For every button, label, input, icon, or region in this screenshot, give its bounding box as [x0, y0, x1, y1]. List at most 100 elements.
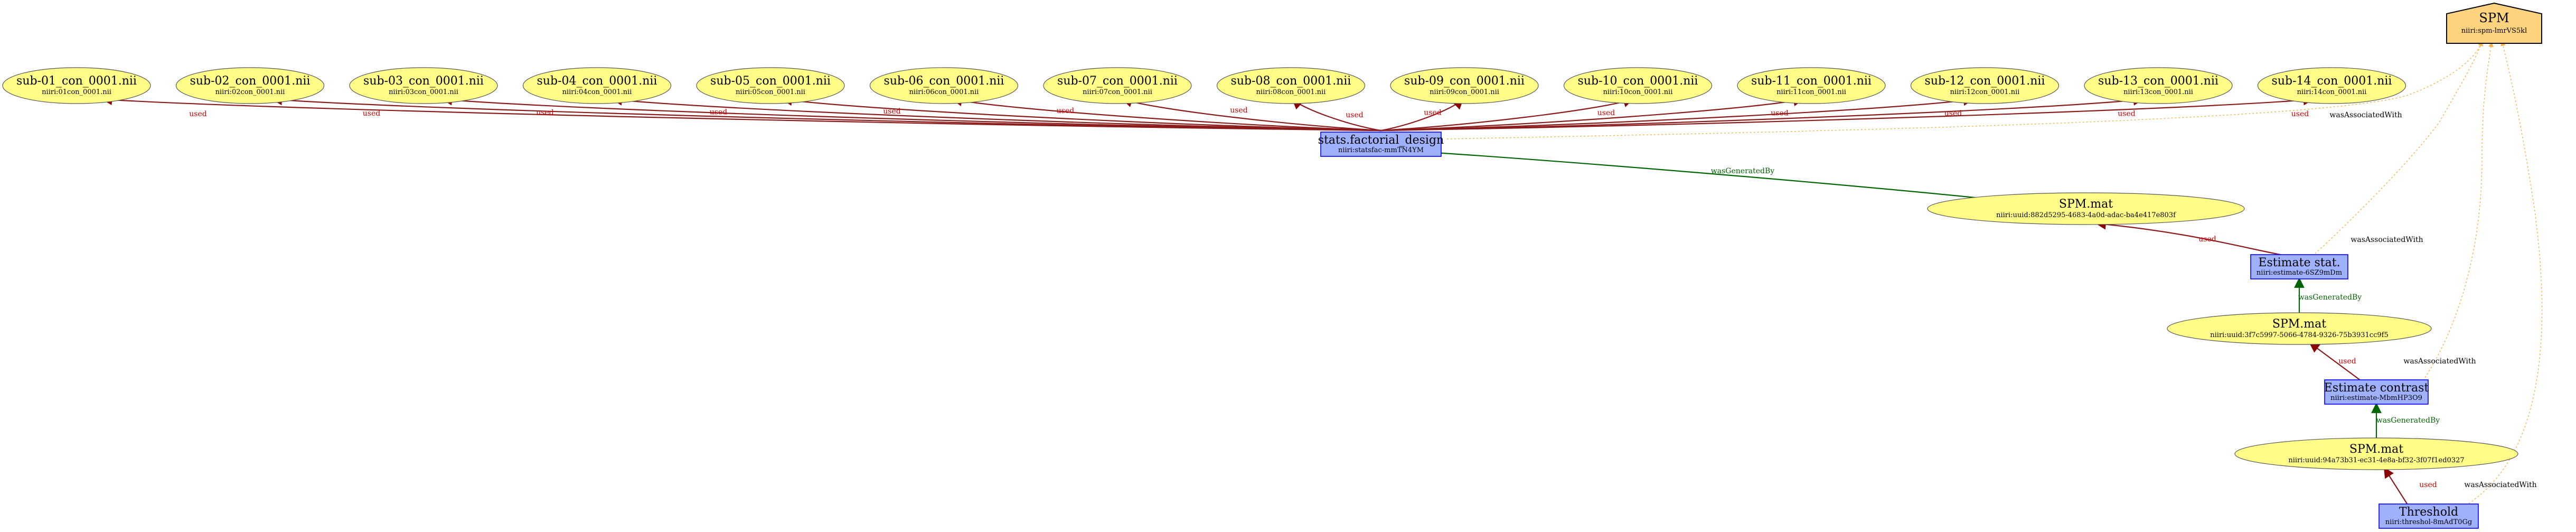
activity-factorial-design-id: niiri:statsfac-mmTN4YM: [1338, 146, 1424, 154]
activity-estimate-stat-id: niiri:estimate-6SZ9mDm: [2257, 269, 2342, 277]
assoc-label-design: wasAssociatedWith: [2329, 111, 2402, 119]
used-edge-2: [271, 95, 1381, 132]
input-file-4-title: sub-04_con_0001.nii: [537, 74, 657, 88]
assoc-edge-threshold: [2465, 41, 2543, 506]
input-file-5-id: niiri:05con_0001.nii: [736, 88, 805, 96]
used-edge-12: [1380, 95, 1974, 132]
input-file-9-id: niiri:09con_0001.nii: [1430, 88, 1499, 96]
input-file-5-title: sub-05_con_0001.nii: [710, 74, 831, 88]
used-label-1: used: [189, 110, 206, 118]
input-file-12-shape: [1910, 67, 2060, 104]
used-label-estimate: used: [2198, 235, 2216, 244]
activity-threshold-title: Threshold: [2399, 506, 2458, 519]
entity-spm-mat-1-shape: [1927, 192, 2245, 225]
input-file-8-id: niiri:08con_0001.nii: [1256, 88, 1326, 96]
input-file-10-title: sub-10_con_0001.nii: [1578, 74, 1698, 88]
input-file-9-shape: [1390, 67, 1539, 104]
activity-estimate-contrast-title: Estimate contrast: [2324, 381, 2429, 395]
input-file-11-shape: [1737, 67, 1886, 104]
agent-spm[interactable]: SPM niiri:spm-lmrVS5kl: [2446, 2, 2542, 44]
agent-spm-id: niiri:spm-lmrVS5kl: [2461, 27, 2527, 35]
used-label-5: used: [883, 107, 900, 116]
input-file-8-shape: [1216, 67, 1366, 104]
used-edge-7: [1122, 97, 1381, 132]
input-file-11-id: niiri:11con_0001.nii: [1776, 88, 1846, 96]
used-edge-10: [1380, 97, 1634, 132]
input-file-13-id: niiri:13con_0001.nii: [2123, 88, 2193, 96]
gen-label-spm1: wasGeneratedBy: [1711, 167, 1774, 175]
input-file-10-shape: [1563, 67, 1713, 104]
used-edge-contrast: [2309, 342, 2361, 381]
assoc-edge-design: [1446, 41, 2484, 139]
used-edge-13: [1380, 95, 2144, 132]
gen-label-spm2: wasGeneratedBy: [2298, 293, 2362, 302]
assoc-edge-estimate: [2315, 41, 2484, 254]
agent-spm-title: SPM: [2479, 11, 2509, 25]
used-label-6: used: [1057, 107, 1074, 115]
activity-estimate-contrast-shape: [2324, 379, 2429, 405]
input-file-1-shape: [2, 67, 151, 104]
agent-spm-shape: [2446, 2, 2542, 44]
used-label-10: used: [1597, 109, 1615, 117]
input-file-3-title: sub-03_con_0001.nii: [363, 74, 484, 88]
activity-estimate-contrast-id: niiri:estimate-MbmHP3O9: [2330, 394, 2422, 402]
used-edge-4: [612, 95, 1381, 132]
input-file-7-title: sub-07_con_0001.nii: [1057, 74, 1178, 88]
used-edge-6: [952, 96, 1381, 132]
input-file-12-id: niiri:12con_0001.nii: [1950, 88, 2020, 96]
used-edge-estimate: [2095, 219, 2289, 257]
input-file-13-title: sub-13_con_0001.nii: [2098, 74, 2218, 88]
used-label-2: used: [363, 109, 380, 118]
activity-threshold-id: niiri:threshol-8mAdT0Gg: [2385, 518, 2472, 526]
used-edge-threshold: [2383, 467, 2408, 505]
assoc-label-contrast: wasAssociatedWith: [2403, 357, 2476, 366]
assoc-label-threshold: wasAssociatedWith: [2464, 481, 2536, 489]
used-label-8: used: [1346, 111, 1363, 119]
input-file-11-title: sub-11_con_0001.nii: [1751, 74, 1872, 88]
used-label-13: used: [2118, 110, 2135, 118]
input-file-14-id: niiri:14con_0001.nii: [2297, 88, 2367, 96]
activity-estimate-stat-shape: [2250, 254, 2348, 279]
used-edge-3: [441, 95, 1381, 132]
entity-spm-mat-1[interactable]: SPM.matniiri:uuid:882d5295-4683-4a0d-ada…: [1927, 192, 2245, 225]
activity-estimate-stat-title: Estimate stat.: [2258, 256, 2340, 269]
input-file-5-shape: [696, 67, 845, 104]
entity-spm-mat-2[interactable]: SPM.matniiri:uuid:3f7c5997-5066-4784-932…: [2167, 312, 2432, 345]
gen-label-spm3: wasGeneratedBy: [2376, 416, 2440, 425]
entity-spm-mat-1-id: niiri:uuid:882d5295-4683-4a0d-adac-ba4e4…: [1996, 211, 2176, 219]
assoc-label-estimate: wasAssociatedWith: [2351, 236, 2423, 244]
activity-threshold-shape: [2378, 503, 2479, 529]
used-edge-8: [1292, 98, 1381, 132]
input-file-1-title: sub-01_con_0001.nii: [16, 74, 137, 88]
used-label-7: used: [1230, 106, 1247, 115]
gen-edge-spm1: [1401, 146, 1981, 199]
used-label-3: used: [536, 109, 553, 117]
input-file-2-id: niiri:02con_0001.nii: [215, 88, 285, 96]
activity-estimate-stat[interactable]: Estimate stat.niiri:estimate-6SZ9mDm: [2250, 254, 2348, 279]
input-file-2-title: sub-02_con_0001.nii: [190, 74, 311, 88]
input-file-12-title: sub-12_con_0001.nii: [1925, 74, 2045, 88]
input-file-3-id: niiri:03con_0001.nii: [389, 88, 458, 96]
activity-factorial-design[interactable]: stats.factorial_designniiri:statsfac-mmT…: [1318, 132, 1444, 157]
used-label-contrast: used: [2338, 357, 2356, 366]
used-edge-5: [782, 95, 1381, 132]
used-label-14: used: [2291, 110, 2309, 118]
entity-spm-mat-3[interactable]: SPM.matniiri:uuid:94a73b31-ec31-4e8a-bf3…: [2234, 437, 2518, 470]
